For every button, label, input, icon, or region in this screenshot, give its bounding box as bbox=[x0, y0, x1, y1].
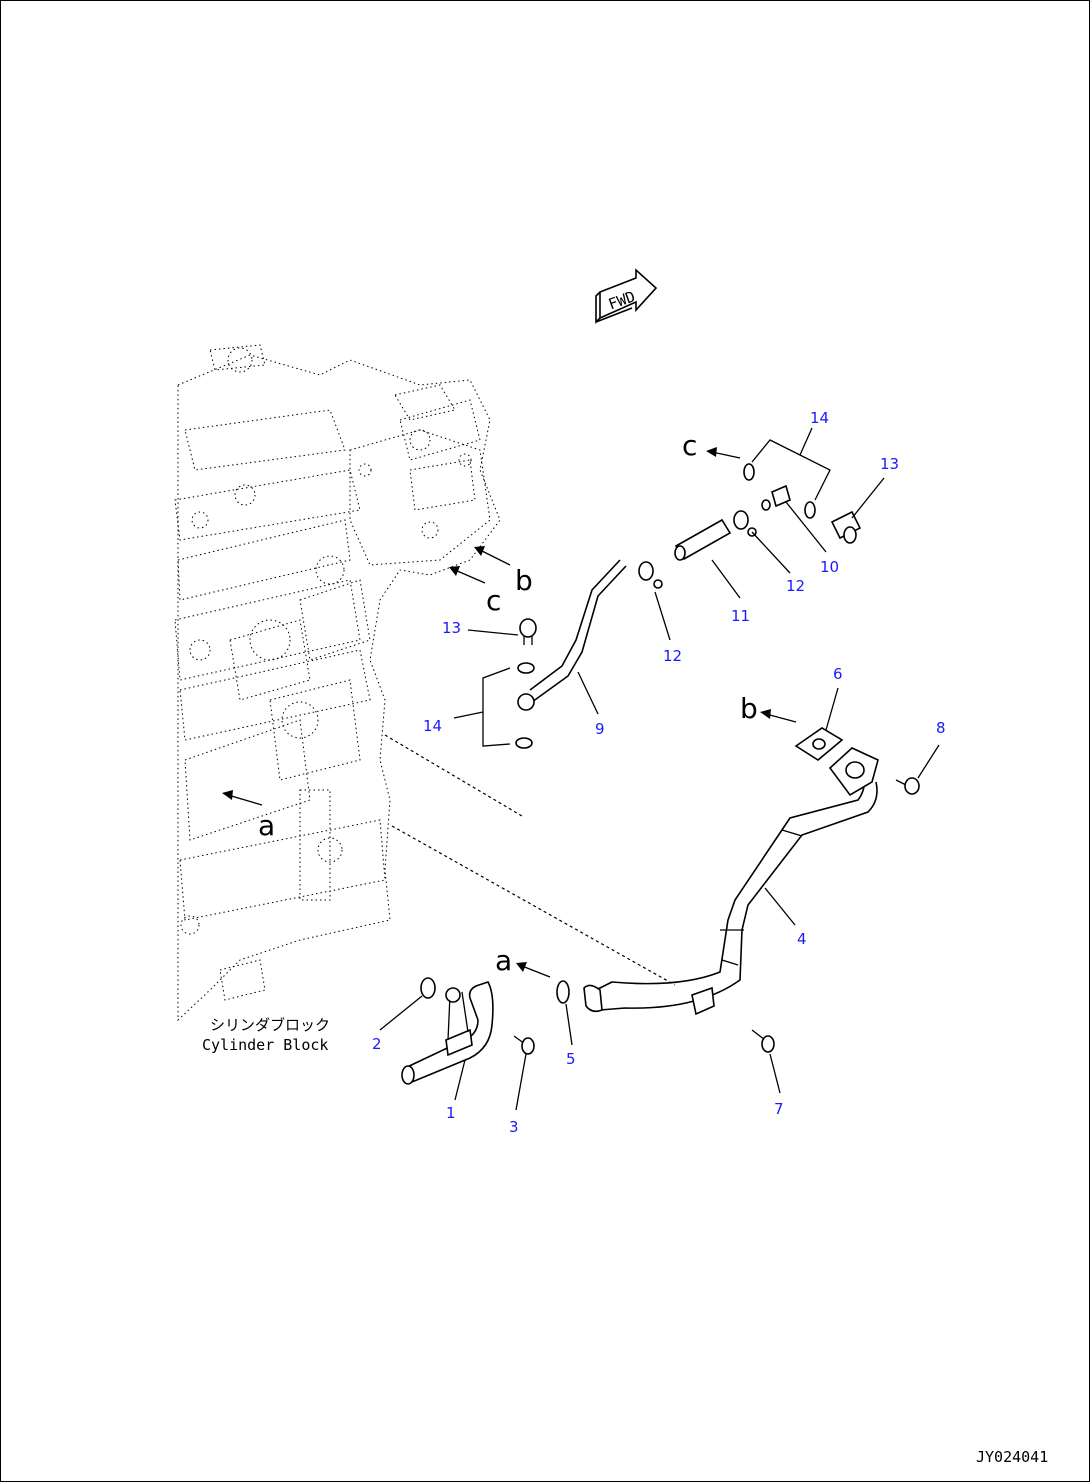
washer-part bbox=[515, 737, 533, 749]
bolt-part bbox=[895, 777, 920, 795]
callout-13: 13 bbox=[880, 455, 899, 473]
svg-text:a: a bbox=[258, 809, 275, 842]
bolt-part bbox=[751, 1029, 775, 1053]
washer-part bbox=[804, 501, 816, 519]
view-arrow-b-part: b bbox=[740, 692, 797, 725]
svg-text:c: c bbox=[486, 584, 501, 617]
svg-text:b: b bbox=[515, 564, 533, 597]
drawing-code: JY024041 bbox=[976, 1448, 1048, 1466]
connector-part bbox=[761, 484, 791, 511]
banjo-bolt-part bbox=[519, 618, 537, 645]
bolt-part bbox=[513, 1035, 535, 1055]
callout-5: 5 bbox=[566, 1050, 576, 1068]
callout-4: 4 bbox=[797, 930, 807, 948]
small-tube-part bbox=[517, 559, 627, 711]
view-arrow-a-block: a bbox=[222, 790, 275, 842]
callout-10: 10 bbox=[820, 558, 839, 576]
view-arrow-a-part: a bbox=[495, 944, 551, 978]
callout-8: 8 bbox=[936, 719, 946, 737]
svg-text:a: a bbox=[495, 944, 512, 977]
view-arrow-b-block: b bbox=[474, 546, 533, 597]
block-label-jp: シリンダブロック bbox=[210, 1016, 330, 1034]
flange-gasket-hole bbox=[812, 738, 826, 750]
view-arrow-c-block: c bbox=[449, 566, 501, 617]
bracket-line bbox=[482, 667, 511, 747]
callout-14: 14 bbox=[810, 409, 829, 427]
washer-part bbox=[517, 662, 535, 674]
elbow-pipe-part bbox=[401, 981, 494, 1085]
block-label-en: Cylinder Block bbox=[202, 1036, 328, 1054]
callout-7: 7 bbox=[774, 1100, 784, 1118]
banjo-bolt-part bbox=[830, 510, 862, 544]
svg-text:b: b bbox=[740, 692, 758, 725]
leader-line bbox=[391, 825, 676, 986]
svg-text:c: c bbox=[682, 429, 697, 462]
callout-leaders bbox=[379, 427, 940, 1111]
callout-6: 6 bbox=[833, 665, 843, 683]
fwd-arrow-icon: FWD bbox=[595, 268, 658, 324]
callout-2: 2 bbox=[372, 1035, 382, 1053]
o-ring-part bbox=[556, 980, 570, 1004]
callout-12: 12 bbox=[786, 577, 805, 595]
callout-9: 9 bbox=[595, 720, 605, 738]
gasket-part bbox=[420, 977, 436, 999]
leader-line bbox=[384, 734, 523, 817]
callout-14: 14 bbox=[423, 717, 442, 735]
elbow-fitting-part bbox=[638, 561, 663, 589]
callout-3: 3 bbox=[509, 1118, 519, 1136]
callout-1: 1 bbox=[446, 1104, 456, 1122]
elbow-fitting-part bbox=[733, 510, 757, 537]
bracket-line bbox=[751, 439, 831, 501]
tube-assembly-part bbox=[583, 747, 879, 1016]
hose-part bbox=[674, 518, 732, 561]
callout-13: 13 bbox=[442, 619, 461, 637]
view-arrow-c-part: c bbox=[682, 429, 741, 462]
washer-part bbox=[743, 463, 755, 481]
cylinder-block-outline bbox=[174, 344, 501, 1022]
callout-11: 11 bbox=[731, 607, 750, 625]
callout-12: 12 bbox=[663, 647, 682, 665]
